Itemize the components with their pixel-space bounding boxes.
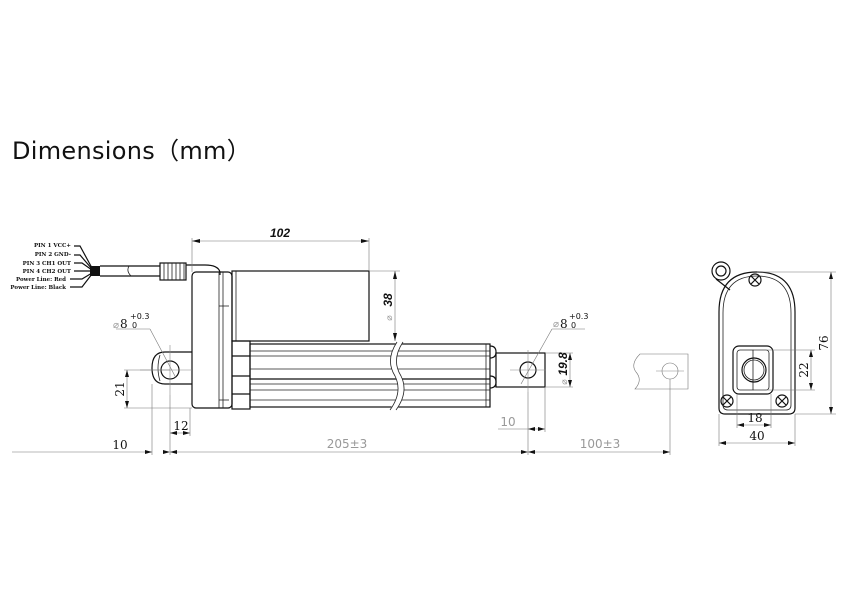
front-hole-diameter: 8 (560, 317, 568, 331)
dimension-19-8: 19.8 ⌀ (545, 352, 573, 388)
dimension-10-rear: 10 (12, 384, 170, 455)
dimension-18: 18 (736, 394, 772, 428)
dim-rear-bracket-width: 12 (173, 419, 188, 433)
dim-mount-width: 18 (747, 411, 762, 425)
dim-rod-diameter: 19.8 (556, 352, 570, 376)
actuator-side-view (140, 270, 546, 412)
dim-rod-end-offset: 10 (500, 415, 515, 429)
wire-label-pin2: PIN 2 GND- (35, 252, 71, 258)
front-hole-callout: ⌀ 8 +0.3 0 (520, 312, 588, 385)
dim-retracted-length: 205±3 (327, 437, 368, 451)
wire-label-red: Power Line: Red (16, 277, 66, 283)
dimension-40: 40 (718, 414, 796, 446)
svg-text:+0.3: +0.3 (569, 312, 588, 321)
dim-end-height: 76 (817, 335, 831, 350)
dimension-76: 76 (757, 271, 836, 415)
svg-text:0: 0 (132, 321, 137, 330)
diameter-symbol: ⌀ (385, 315, 395, 321)
wire-label-black: Power Line: Black (10, 285, 66, 291)
dim-rear-bracket-height: 21 (113, 381, 127, 396)
dim-motor-diameter: 38 (381, 293, 395, 307)
rear-hole-callout: ⌀ 8 +0.3 0 (113, 312, 177, 379)
dimension-22: 22 (754, 349, 815, 391)
dim-motor-length: 102 (270, 226, 290, 240)
dim-stroke: 100±3 (580, 437, 621, 451)
dim-mount-height: 22 (797, 362, 811, 377)
wire-bundle (70, 245, 100, 288)
dimension-102: 102 (191, 226, 370, 272)
dim-end-width: 40 (749, 429, 764, 443)
dimension-100: 100±3 (527, 379, 671, 455)
svg-text:⌀: ⌀ (553, 319, 559, 330)
wire-label-pin4: PIN 4 CH2 OUT (23, 269, 72, 275)
extended-rod-end (633, 353, 689, 390)
page-title: Dimensions（mm） (12, 137, 252, 165)
cable (100, 262, 221, 281)
dimension-12: 12 (169, 395, 191, 455)
dimension-10-rod: 10 (498, 387, 546, 432)
svg-text:⌀: ⌀ (560, 379, 570, 385)
svg-text:+0.3: +0.3 (130, 312, 149, 321)
wire-label-pin3: PIN 3 CH1 OUT (23, 261, 72, 267)
wire-label-pin1: PIN 1 VCC+ (34, 243, 71, 249)
wiring-labels: PIN 1 VCC+ PIN 2 GND- PIN 3 CH1 OUT PIN … (10, 243, 71, 291)
dimension-205: 205±3 (170, 437, 528, 454)
actuator-end-view (711, 261, 796, 415)
svg-text:0: 0 (571, 321, 576, 330)
dimension-21: 21 (113, 369, 192, 409)
rear-hole-diameter: 8 (120, 317, 128, 331)
svg-text:⌀: ⌀ (113, 320, 119, 331)
dim-rear-offset: 10 (112, 438, 127, 452)
dimension-38: 38 ⌀ (369, 270, 400, 341)
